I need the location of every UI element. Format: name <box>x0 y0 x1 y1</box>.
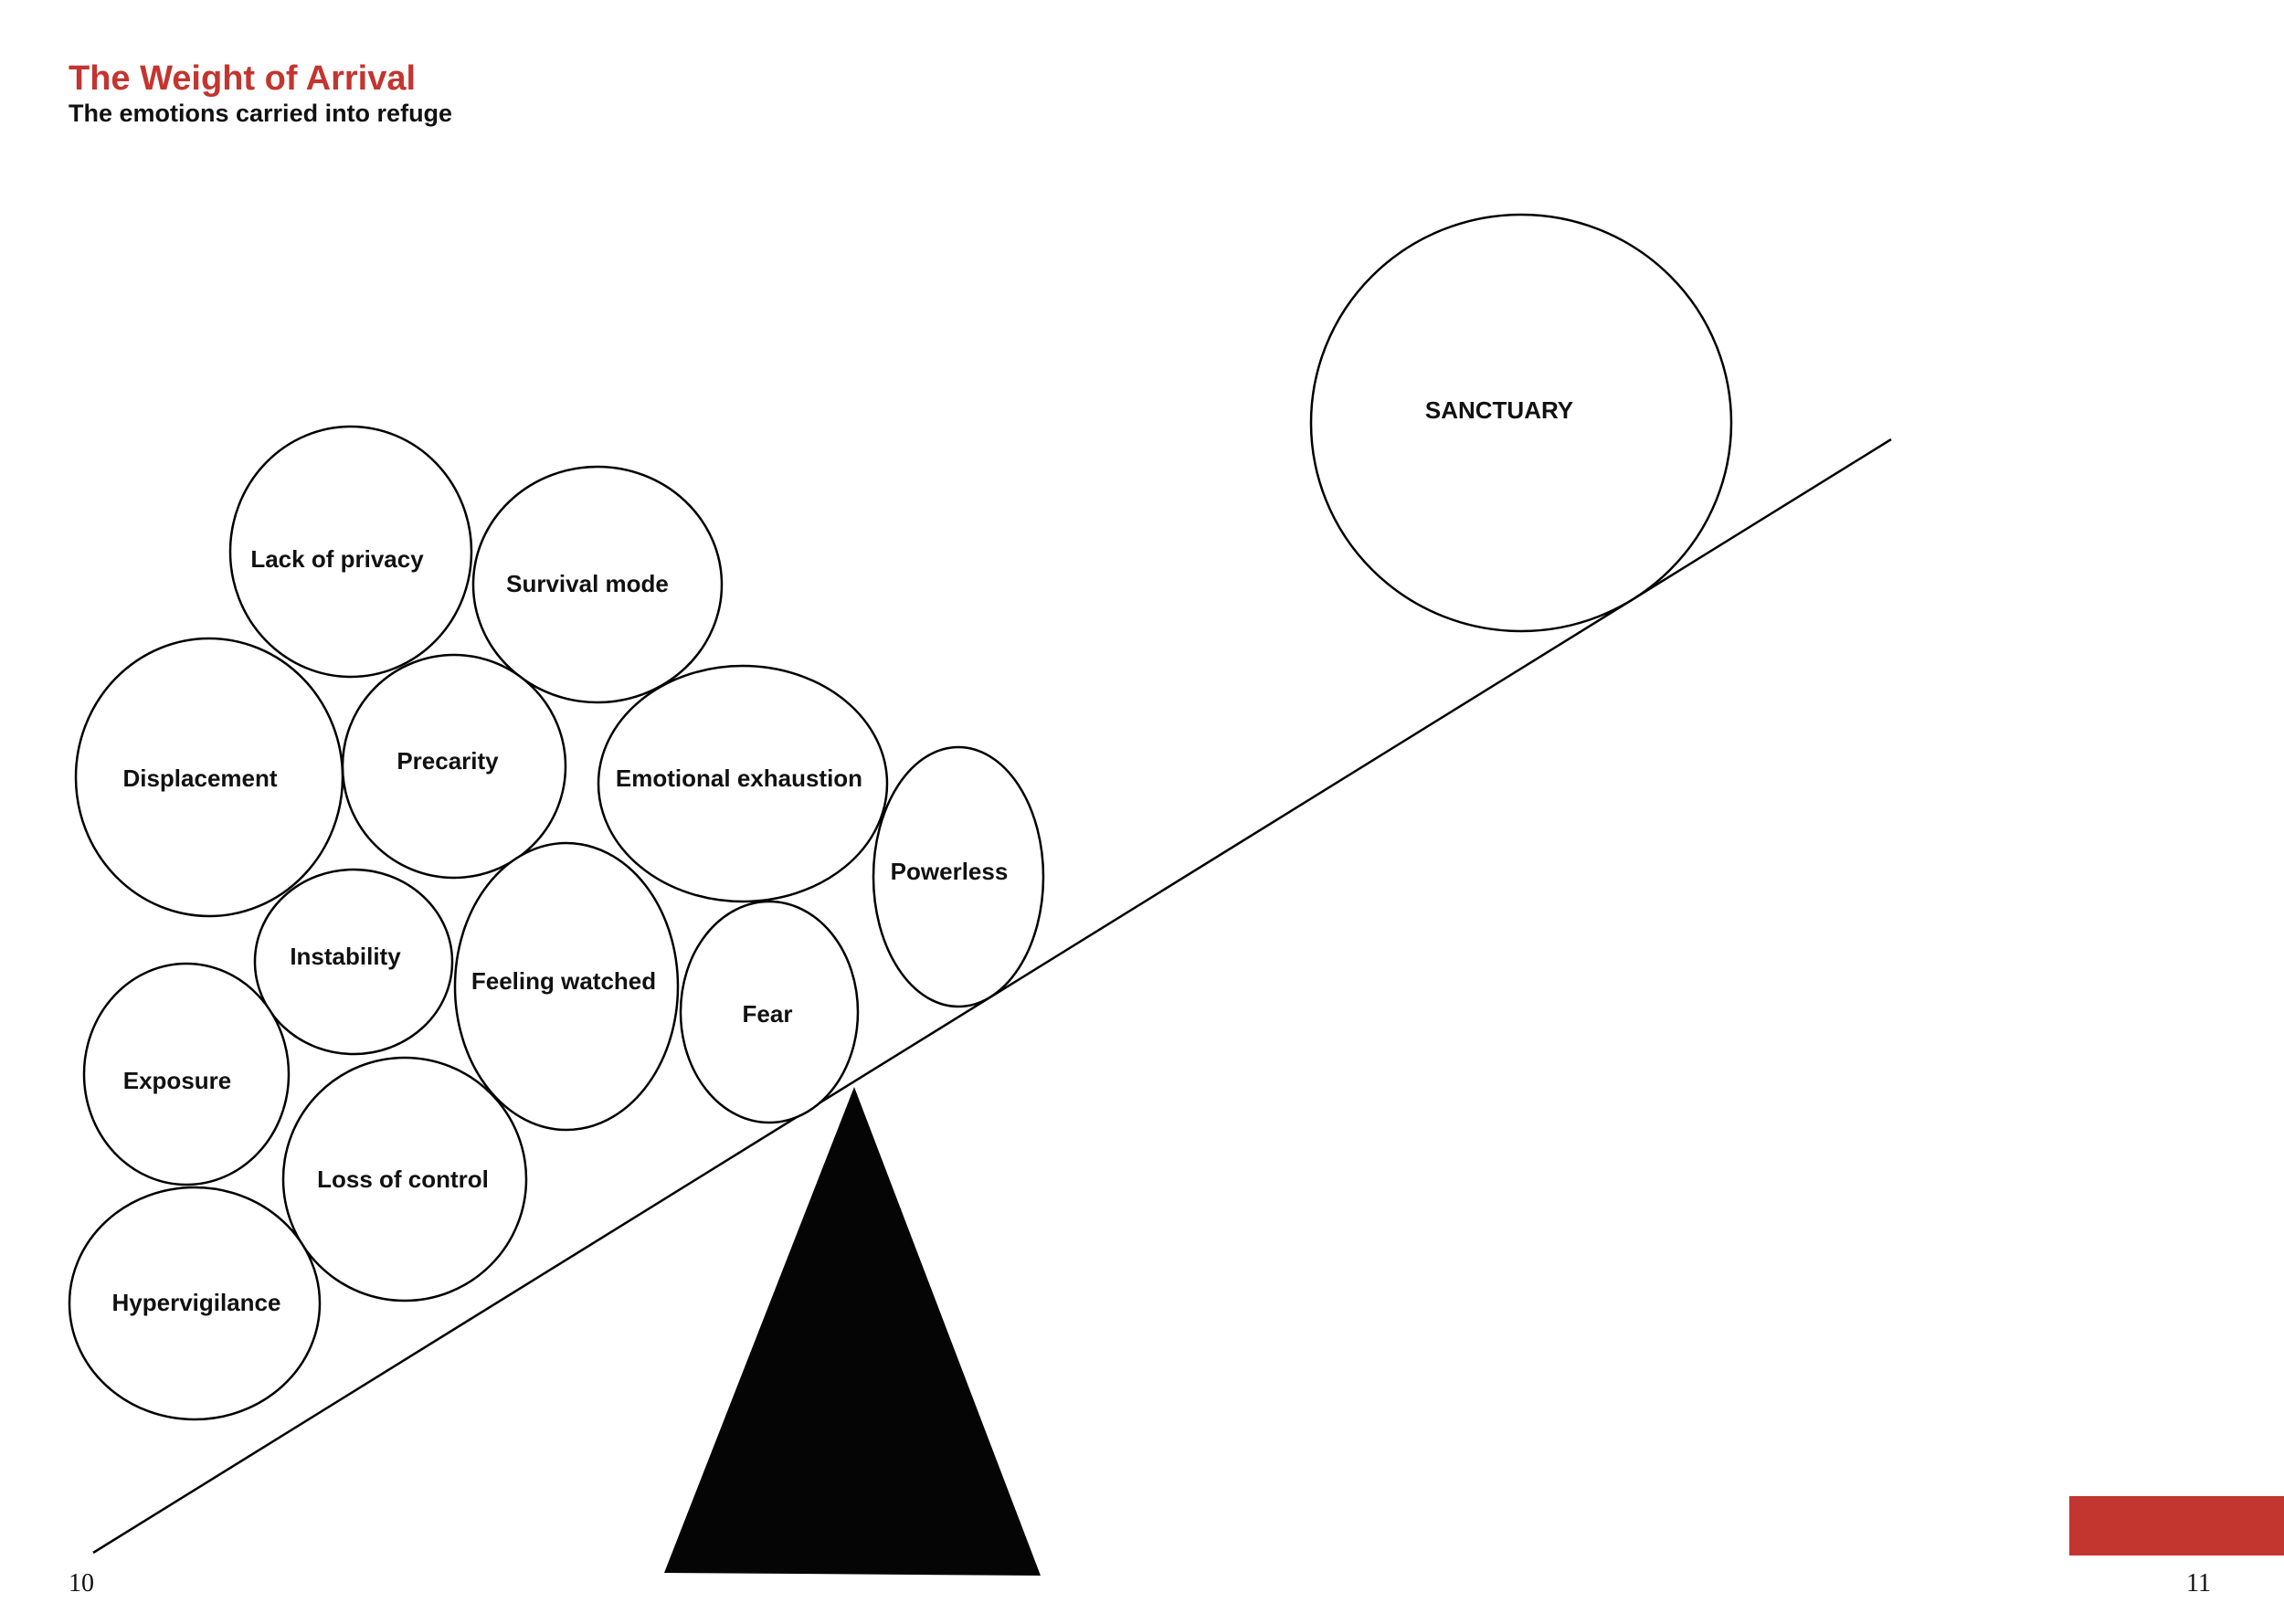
page-title: The Weight of Arrival <box>69 59 417 98</box>
emotion-bubble: Instability <box>253 868 454 1056</box>
page-number-left: 10 <box>69 1569 94 1598</box>
emotion-label: Displacement <box>122 765 277 792</box>
emotion-bubble: Feeling watched <box>453 841 680 1132</box>
emotion-bubble: Displacement <box>74 637 344 918</box>
emotion-label: Survival mode <box>506 570 669 597</box>
emotion-bubble: Precarity <box>341 653 567 880</box>
emotion-bubble: Lack of privacy <box>228 425 473 679</box>
emotion-bubble: Powerless <box>872 745 1045 1008</box>
page-subtitle: The emotions carried into refuge <box>69 100 453 127</box>
emotion-bubble: Fear <box>679 900 860 1124</box>
emotion-label: Instability <box>290 943 401 970</box>
emotion-label: Precarity <box>397 747 499 775</box>
page-header: The Weight of Arrival The emotions carri… <box>69 58 452 128</box>
emotion-bubble: Loss of control <box>281 1056 528 1302</box>
emotion-label: Powerless <box>891 858 1009 885</box>
page-number-right: 11 <box>2186 1569 2211 1598</box>
emotion-bubble: Survival mode <box>471 465 724 704</box>
emotion-label: Emotional exhaustion <box>616 765 862 792</box>
emotion-bubble: Exposure <box>82 962 291 1186</box>
emotion-label: Hypervigilance <box>112 1289 281 1316</box>
sanctuary-label: SANCTUARY <box>1425 396 1573 424</box>
emotion-label: Lack of privacy <box>250 545 424 573</box>
emotion-label: Exposure <box>123 1067 232 1094</box>
emotion-bubble: Hypervigilance <box>68 1186 322 1421</box>
emotion-label: Fear <box>743 1000 793 1028</box>
red-corner-tab <box>2069 1496 2284 1555</box>
fulcrum-triangle <box>664 1087 1041 1576</box>
emotion-bubble: Emotional exhaustion <box>597 664 889 903</box>
sanctuary-bubble: SANCTUARY <box>1309 213 1733 633</box>
emotion-label: Feeling watched <box>471 967 656 995</box>
emotion-label: Loss of control <box>317 1165 489 1193</box>
